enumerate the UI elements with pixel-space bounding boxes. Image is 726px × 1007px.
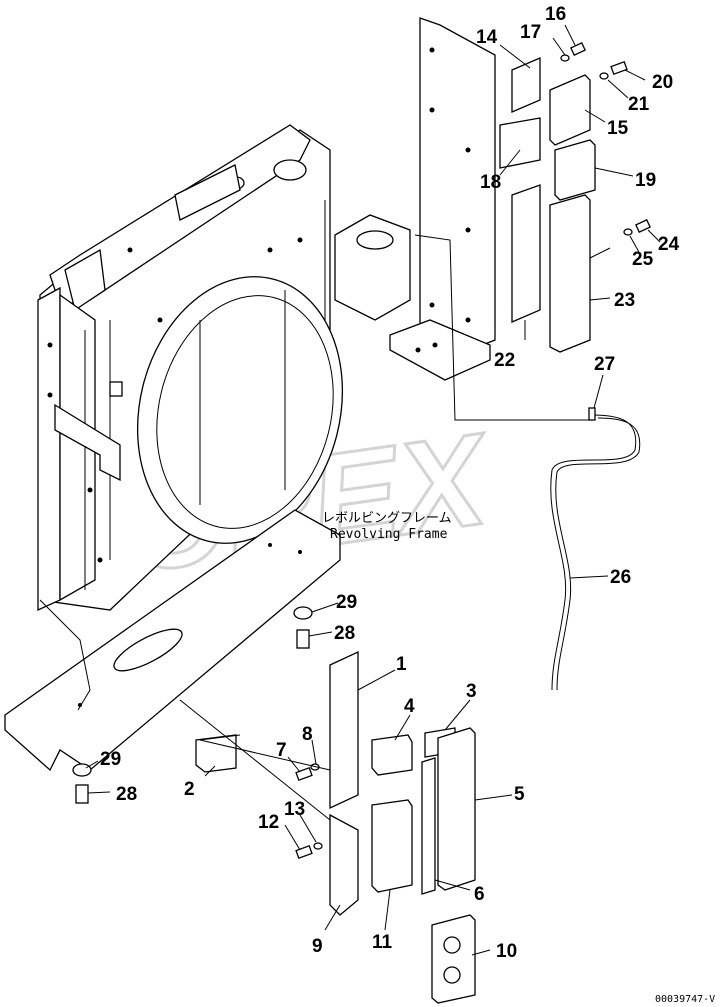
callout-27: 27 xyxy=(594,354,615,375)
frame-label-english: Revolving Frame xyxy=(330,527,448,542)
callout-13: 13 xyxy=(284,799,305,820)
leader-lines xyxy=(85,24,661,956)
callout-12: 12 xyxy=(258,812,279,833)
callout-1: 1 xyxy=(396,654,407,675)
callout-21: 21 xyxy=(628,94,650,115)
hose-26 xyxy=(550,407,641,691)
callout-16: 16 xyxy=(545,4,566,25)
callout-3: 3 xyxy=(466,681,477,702)
callout-4: 4 xyxy=(404,696,415,717)
callout-29-lower: 29 xyxy=(100,749,121,770)
lower-parts xyxy=(72,606,476,1004)
callout-20: 20 xyxy=(652,72,673,93)
callout-26: 26 xyxy=(610,567,631,588)
callout-6: 6 xyxy=(474,884,485,905)
callout-28-upper: 28 xyxy=(334,623,355,644)
callout-10: 10 xyxy=(496,941,517,962)
callout-7: 7 xyxy=(276,740,287,761)
callout-11: 11 xyxy=(372,932,393,953)
callout-17: 17 xyxy=(520,22,541,43)
callout-19: 19 xyxy=(635,170,656,191)
callout-22: 22 xyxy=(494,350,515,371)
callout-25: 25 xyxy=(632,249,654,270)
callout-14: 14 xyxy=(476,27,498,48)
callout-24: 24 xyxy=(658,234,680,255)
callout-23: 23 xyxy=(614,290,635,311)
upper-bracket-assembly xyxy=(389,17,651,381)
callout-18: 18 xyxy=(480,172,501,193)
frame-label-japanese: レボルビングフレーム xyxy=(322,511,452,526)
callout-5: 5 xyxy=(514,784,525,805)
callout-9: 9 xyxy=(312,936,323,957)
callout-2: 2 xyxy=(184,779,195,800)
callout-15: 15 xyxy=(607,118,629,139)
document-id: 00039747-V xyxy=(655,994,715,1005)
callouts: 16 17 14 20 21 15 18 19 24 25 23 22 27 2… xyxy=(100,4,680,962)
callout-29-upper: 29 xyxy=(336,592,357,613)
callout-8: 8 xyxy=(302,724,313,745)
radiator-assembly xyxy=(37,124,411,612)
callout-28-lower: 28 xyxy=(116,784,137,805)
